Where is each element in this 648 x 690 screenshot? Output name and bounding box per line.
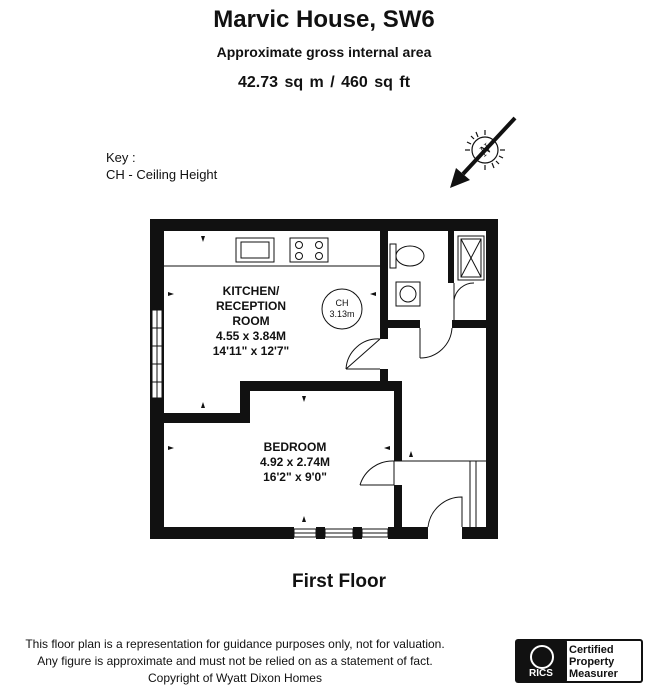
kitchen-imperial: 14'11" x 12'7" [212, 344, 290, 358]
kitchen-name-line1: KITCHEN/ [222, 284, 280, 298]
ceiling-height-value: 3.13m [329, 309, 355, 319]
walls [150, 219, 498, 539]
disclaimer-line-2: Any figure is approximate and must not b… [37, 654, 433, 668]
bedroom-metric: 4.92 x 2.74M [259, 455, 331, 469]
bathroom-fixtures [389, 235, 485, 320]
kitchen-worktop [164, 237, 380, 267]
key-title: Key : [106, 150, 136, 165]
doors [345, 327, 486, 528]
shower-icon [457, 235, 485, 281]
certified-line-3: Measurer [569, 668, 618, 680]
rics-emblem-icon [530, 645, 554, 669]
window-mullions [156, 310, 388, 534]
ceiling-height-code: CH [335, 298, 349, 308]
property-title: Marvic House, SW6 [213, 6, 435, 33]
rics-text: RICS [529, 668, 553, 679]
certified-line-1: Certified [569, 644, 614, 656]
area-value: 42.73 sq m / 460 sq ft [237, 74, 411, 91]
bedroom-imperial: 16'2" x 9'0" [263, 470, 327, 484]
rics-logo: RICS [515, 639, 567, 683]
copyright-line: Copyright of Wyatt Dixon Homes [148, 671, 322, 685]
kitchen-name-line2: RECEPTION [215, 299, 286, 313]
bedroom-name: BEDROOM [263, 440, 327, 454]
bedroom-label: BEDROOM 4.92 x 2.74M 16'2" x 9'0" [232, 440, 358, 485]
sink-icon [235, 237, 275, 263]
ceiling-height-marker [321, 288, 363, 330]
floor-label: First Floor [292, 571, 386, 592]
toilet-icon [389, 243, 397, 269]
disclaimer-line-1: This floor plan is a representation for … [25, 637, 445, 651]
certified-measurer-badge: Certified Property Measurer [561, 639, 643, 683]
kitchen-name-line3: ROOM [232, 314, 270, 328]
certified-line-2: Property [569, 656, 615, 668]
dimension-arrows [168, 236, 413, 522]
kitchen-reception-label: KITCHEN/ RECEPTION ROOM 4.55 x 3.84M 14'… [196, 284, 306, 359]
compass-icon: N [450, 116, 517, 188]
ceiling-height-label: CH 3.13m [324, 298, 360, 320]
kitchen-metric: 4.55 x 3.84M [215, 329, 287, 343]
hob-icon [289, 237, 329, 263]
basin-icon [395, 281, 421, 307]
key-ceiling-height: CH - Ceiling Height [106, 167, 218, 182]
area-subtitle: Approximate gross internal area [216, 44, 432, 60]
